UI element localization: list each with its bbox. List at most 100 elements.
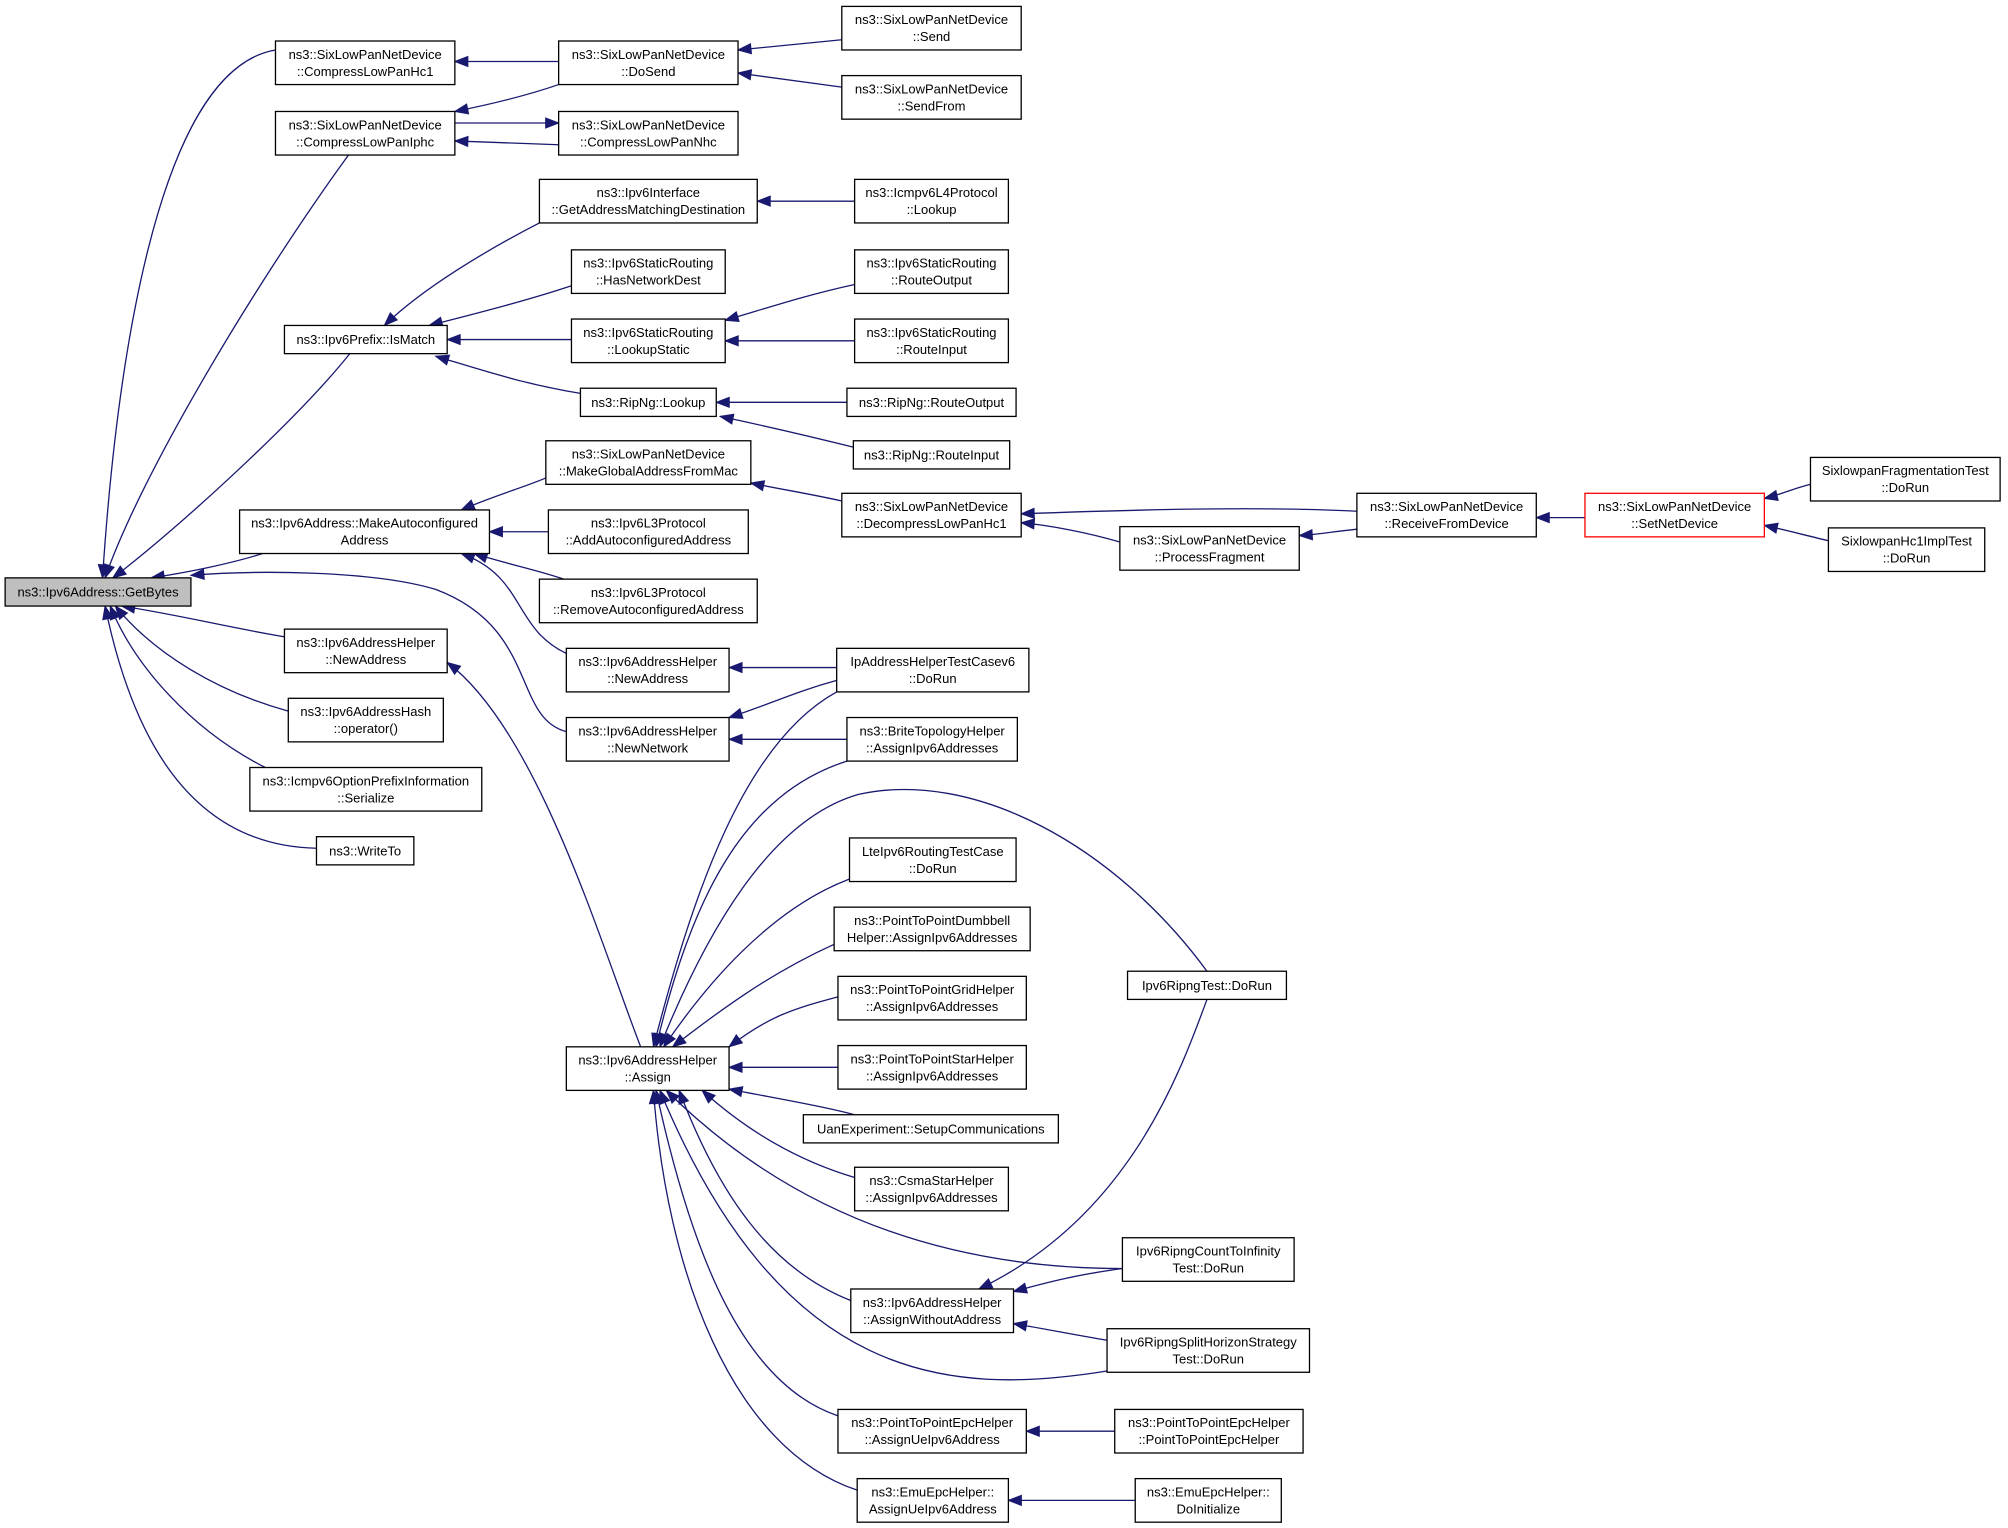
- node-send[interactable]: ns3::SixLowPanNetDevice::Send: [841, 5, 1022, 51]
- node-newnetwork[interactable]: ns3::Ipv6AddressHelper::NewNetwork: [565, 716, 730, 762]
- node-box[interactable]: [1356, 492, 1537, 538]
- node-icmp_serialize[interactable]: ns3::Icmpv6OptionPrefixInformation::Seri…: [249, 766, 483, 812]
- node-uan[interactable]: UanExperiment::SetupCommunications: [802, 1114, 1060, 1144]
- node-p2pdumbbell[interactable]: ns3::PointToPointDumbbellHelper::AssignI…: [833, 906, 1031, 952]
- node-box[interactable]: [249, 766, 483, 812]
- node-box[interactable]: [579, 387, 717, 418]
- node-addautoconf[interactable]: ns3::Ipv6L3Protocol::AddAutoconfiguredAd…: [547, 509, 749, 555]
- node-box[interactable]: [557, 40, 739, 86]
- node-compresshc1[interactable]: ns3::SixLowPanNetDevice::CompressLowPanH…: [274, 40, 456, 86]
- node-box[interactable]: [853, 1166, 1010, 1212]
- node-hash_op[interactable]: ns3::Ipv6AddressHash::operator(): [287, 697, 444, 743]
- node-routeinput[interactable]: ns3::Ipv6StaticRouting::RouteInput: [853, 318, 1010, 364]
- node-box[interactable]: [283, 324, 448, 355]
- node-box[interactable]: [853, 178, 1010, 224]
- node-box[interactable]: [538, 578, 758, 624]
- node-ripngtest[interactable]: Ipv6RipngTest::DoRun: [1126, 970, 1288, 1001]
- node-box[interactable]: [557, 110, 739, 156]
- node-decompresshc1[interactable]: ns3::SixLowPanNetDevice::DecompressLowPa…: [841, 492, 1022, 538]
- node-fragtest[interactable]: SixlowpanFragmentationTest::DoRun: [1809, 456, 2001, 502]
- node-icmpv6l4_lookup[interactable]: ns3::Icmpv6L4Protocol::Lookup: [853, 178, 1010, 224]
- node-box[interactable]: [853, 249, 1010, 295]
- node-box[interactable]: [565, 716, 730, 762]
- node-sendfrom[interactable]: ns3::SixLowPanNetDevice::SendFrom: [841, 74, 1022, 120]
- node-assignwithout[interactable]: ns3::Ipv6AddressHelper::AssignWithoutAdd…: [850, 1288, 1015, 1334]
- node-box[interactable]: [1114, 1408, 1304, 1454]
- node-lteipv6[interactable]: LteIpv6RoutingTestCase::DoRun: [848, 837, 1017, 883]
- node-box[interactable]: [856, 1477, 1010, 1523]
- node-hasnetdest[interactable]: ns3::Ipv6StaticRouting::HasNetworkDest: [570, 249, 726, 295]
- node-emuepc_assign[interactable]: ns3::EmuEpcHelper::AssignUeIpv6Address: [856, 1477, 1010, 1523]
- node-box[interactable]: [545, 440, 752, 485]
- node-routeoutput[interactable]: ns3::Ipv6StaticRouting::RouteOutput: [853, 249, 1010, 295]
- node-box[interactable]: [1584, 492, 1766, 538]
- node-box[interactable]: [841, 5, 1022, 51]
- node-box[interactable]: [565, 647, 730, 693]
- node-box[interactable]: [283, 628, 448, 674]
- node-emuepc_init[interactable]: ns3::EmuEpcHelper::DoInitialize: [1134, 1477, 1282, 1523]
- node-receivefromdevice[interactable]: ns3::SixLowPanNetDevice::ReceiveFromDevi…: [1356, 492, 1537, 538]
- node-box[interactable]: [846, 387, 1017, 418]
- node-box[interactable]: [1809, 456, 2001, 502]
- node-hc1test[interactable]: SixlowpanHc1ImplTest::DoRun: [1827, 527, 1986, 573]
- node-brite[interactable]: ns3::BriteTopologyHelper::AssignIpv6Addr…: [846, 716, 1019, 762]
- node-box[interactable]: [570, 318, 726, 364]
- node-removeautoconf[interactable]: ns3::Ipv6L3Protocol::RemoveAutoconfigure…: [538, 578, 758, 624]
- node-box[interactable]: [287, 697, 444, 743]
- node-compressnhc[interactable]: ns3::SixLowPanNetDevice::CompressLowPanN…: [557, 110, 739, 156]
- node-ismatch[interactable]: ns3::Ipv6Prefix::IsMatch: [283, 324, 448, 355]
- node-box[interactable]: [238, 509, 491, 555]
- node-box[interactable]: [837, 1044, 1027, 1090]
- node-box[interactable]: [850, 1288, 1015, 1334]
- node-box[interactable]: [1126, 970, 1288, 1001]
- node-ripng_routeoutput[interactable]: ns3::RipNg::RouteOutput: [846, 387, 1017, 418]
- node-p2pepc_assign[interactable]: ns3::PointToPointEpcHelper::AssignUeIpv6…: [837, 1408, 1027, 1454]
- node-csmastar[interactable]: ns3::CsmaStarHelper::AssignIpv6Addresses: [853, 1166, 1010, 1212]
- node-box[interactable]: [848, 837, 1017, 883]
- node-compressiphc[interactable]: ns3::SixLowPanNetDevice::CompressLowPanI…: [274, 110, 456, 156]
- node-makeautoconf[interactable]: ns3::Ipv6Address::MakeAutoconfiguredAddr…: [238, 509, 491, 555]
- node-box[interactable]: [274, 110, 456, 156]
- node-box[interactable]: [547, 509, 749, 555]
- node-helper_newaddr2[interactable]: ns3::Ipv6AddressHelper::NewAddress: [565, 647, 730, 693]
- node-iphelpertest[interactable]: IpAddressHelperTestCasev6::DoRun: [836, 647, 1030, 693]
- node-box[interactable]: [1134, 1477, 1282, 1523]
- node-dosend[interactable]: ns3::SixLowPanNetDevice::DoSend: [557, 40, 739, 86]
- node-box[interactable]: [538, 178, 758, 224]
- node-box[interactable]: [565, 1046, 730, 1092]
- node-box[interactable]: [4, 577, 192, 607]
- node-makeglobal[interactable]: ns3::SixLowPanNetDevice::MakeGlobalAddre…: [545, 440, 752, 485]
- node-helper_newaddr1[interactable]: ns3::Ipv6AddressHelper::NewAddress: [283, 628, 448, 674]
- node-box[interactable]: [1106, 1328, 1311, 1373]
- node-p2pgrid[interactable]: ns3::PointToPointGridHelper::AssignIpv6A…: [837, 975, 1027, 1021]
- node-ripng_routeinput[interactable]: ns3::RipNg::RouteInput: [852, 440, 1011, 470]
- node-p2pepc_ctor[interactable]: ns3::PointToPointEpcHelper::PointToPoint…: [1114, 1408, 1304, 1454]
- node-box[interactable]: [846, 716, 1019, 762]
- node-box[interactable]: [1827, 527, 1986, 573]
- node-lookupstatic[interactable]: ns3::Ipv6StaticRouting::LookupStatic: [570, 318, 726, 364]
- node-setnetdevice[interactable]: ns3::SixLowPanNetDevice::SetNetDevice: [1584, 492, 1766, 538]
- node-box[interactable]: [853, 318, 1010, 364]
- node-box[interactable]: [274, 40, 456, 86]
- node-box[interactable]: [841, 74, 1022, 120]
- node-box[interactable]: [836, 647, 1030, 693]
- node-box[interactable]: [833, 906, 1031, 952]
- node-assign[interactable]: ns3::Ipv6AddressHelper::Assign: [565, 1046, 730, 1092]
- node-box[interactable]: [1119, 525, 1300, 571]
- node-box[interactable]: [315, 836, 415, 866]
- node-processfragment[interactable]: ns3::SixLowPanNetDevice::ProcessFragment: [1119, 525, 1300, 571]
- node-box[interactable]: [841, 492, 1022, 538]
- node-getaddrmatch[interactable]: ns3::Ipv6Interface::GetAddressMatchingDe…: [538, 178, 758, 224]
- node-box[interactable]: [837, 975, 1027, 1021]
- node-box[interactable]: [802, 1114, 1060, 1144]
- node-box[interactable]: [837, 1408, 1027, 1454]
- node-writeto[interactable]: ns3::WriteTo: [315, 836, 415, 866]
- node-getbytes[interactable]: ns3::Ipv6Address::GetBytes: [4, 577, 192, 607]
- node-ripng_lookup[interactable]: ns3::RipNg::Lookup: [579, 387, 717, 418]
- node-p2pstar[interactable]: ns3::PointToPointStarHelper::AssignIpv6A…: [837, 1044, 1027, 1090]
- node-box[interactable]: [570, 249, 726, 295]
- node-box[interactable]: [1121, 1237, 1295, 1282]
- node-box[interactable]: [852, 440, 1011, 470]
